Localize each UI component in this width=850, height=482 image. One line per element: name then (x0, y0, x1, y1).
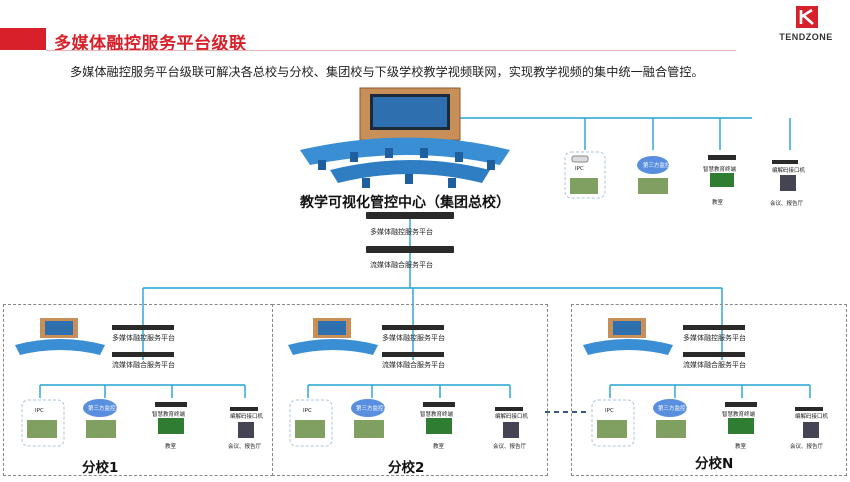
branch-2-smart-terminal-label: 智慧教育终端 (420, 412, 454, 418)
hq-third-party-label: 第三方监控系统 (643, 163, 682, 169)
hq-devices (564, 151, 798, 199)
branch-1-smart-terminal-label: 智慧教育终端 (152, 412, 186, 418)
hq-meeting-label: 会议、报告厅 (770, 201, 804, 207)
branch-2-name: 分校2 (388, 460, 425, 476)
hq-server2-label: 流媒体融合服务平台 (370, 261, 433, 269)
branch-2-classroom-label: 教室 (433, 444, 445, 450)
branch-n-server2-label: 流媒体融合服务平台 (683, 361, 746, 369)
branch-n-server1-label: 多媒体融控服务平台 (683, 334, 746, 342)
branch-n-illustration (583, 318, 823, 447)
hq-smart-terminal-label: 智慧教育终端 (703, 167, 737, 173)
hq-ipc-label: IPC (575, 166, 584, 172)
branch-2-ipc-label: IPC (303, 408, 312, 414)
branch-1-name: 分校1 (82, 460, 119, 476)
branch-1-classroom-label: 教室 (165, 444, 177, 450)
branch-n-box (571, 304, 847, 476)
branch-1-box (3, 304, 273, 476)
title-underline (46, 50, 736, 51)
title-accent-bar (0, 28, 46, 50)
page-description: 多媒体融控服务平台级联可解决各总校与分校、集团校与下级学校教学视频联网，实现教学… (70, 65, 704, 79)
branch-1-meeting-label: 会议、报告厅 (228, 444, 262, 450)
branch-2-third-party-label: 第三方监控系统 (356, 406, 395, 412)
branch-1-third-party-label: 第三方监控系统 (88, 406, 127, 412)
branch-2-meeting-label: 会议、报告厅 (493, 444, 527, 450)
branch-n-smart-terminal-label: 智慧教育终端 (722, 412, 756, 418)
page-title: 多媒体融控服务平台级联 (54, 34, 247, 54)
connection-lines (39, 117, 811, 398)
hq-control-center-illustration (300, 87, 510, 188)
branch-2-server2-label: 流媒体融合服务平台 (382, 361, 445, 369)
hq-encoder-label: 编解码接口机 (772, 168, 806, 174)
branch-n-ipc-label: IPC (605, 408, 614, 414)
hq-classroom-label: 教室 (712, 200, 724, 206)
branch-n-name: 分校N (695, 456, 734, 472)
hq-name: 教学可视化管控中心（集团总校） (300, 195, 510, 211)
branch-n-third-party-label: 第三方监控系统 (658, 406, 697, 412)
logo-text: TENDZONE (779, 32, 833, 42)
branch-1-ipc-label: IPC (35, 408, 44, 414)
branch-2-box (272, 304, 548, 476)
branch-n-classroom-label: 教室 (735, 444, 747, 450)
branch-1-encoder-label: 编解码接口机 (230, 414, 264, 420)
branch-1-illustration (15, 318, 258, 447)
branch-1-server2-label: 流媒体融合服务平台 (112, 361, 175, 369)
branch-2-server1-label: 多媒体融控服务平台 (382, 334, 445, 342)
hq-server1-label: 多媒体融控服务平台 (370, 228, 433, 236)
branch-n-meeting-label: 会议、报告厅 (790, 444, 824, 450)
branch-2-illustration (288, 318, 523, 447)
hq-servers (366, 212, 454, 253)
branch-1-server1-label: 多媒体融控服务平台 (112, 334, 175, 342)
branch-n-encoder-label: 编解码接口机 (795, 414, 829, 420)
tendzone-logo-icon (796, 6, 818, 28)
branch-2-encoder-label: 编解码接口机 (495, 414, 529, 420)
